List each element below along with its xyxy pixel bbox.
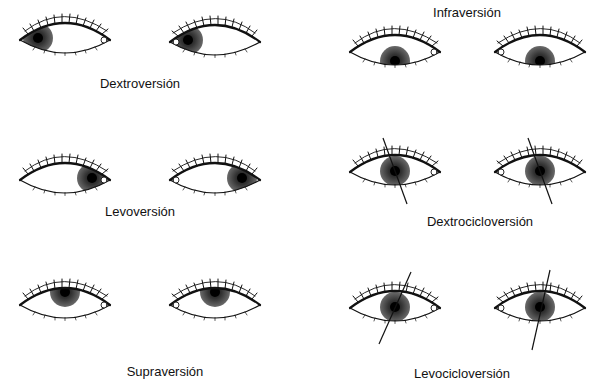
version-label: Levocicloversión — [412, 366, 512, 381]
version-label: Levoversión — [103, 204, 177, 219]
version-label: Infraversión — [431, 5, 503, 20]
version-label: Dextrocicloversión — [425, 214, 535, 229]
version-label: Dextroversión — [98, 76, 182, 91]
version-label: Supraversión — [125, 364, 206, 379]
